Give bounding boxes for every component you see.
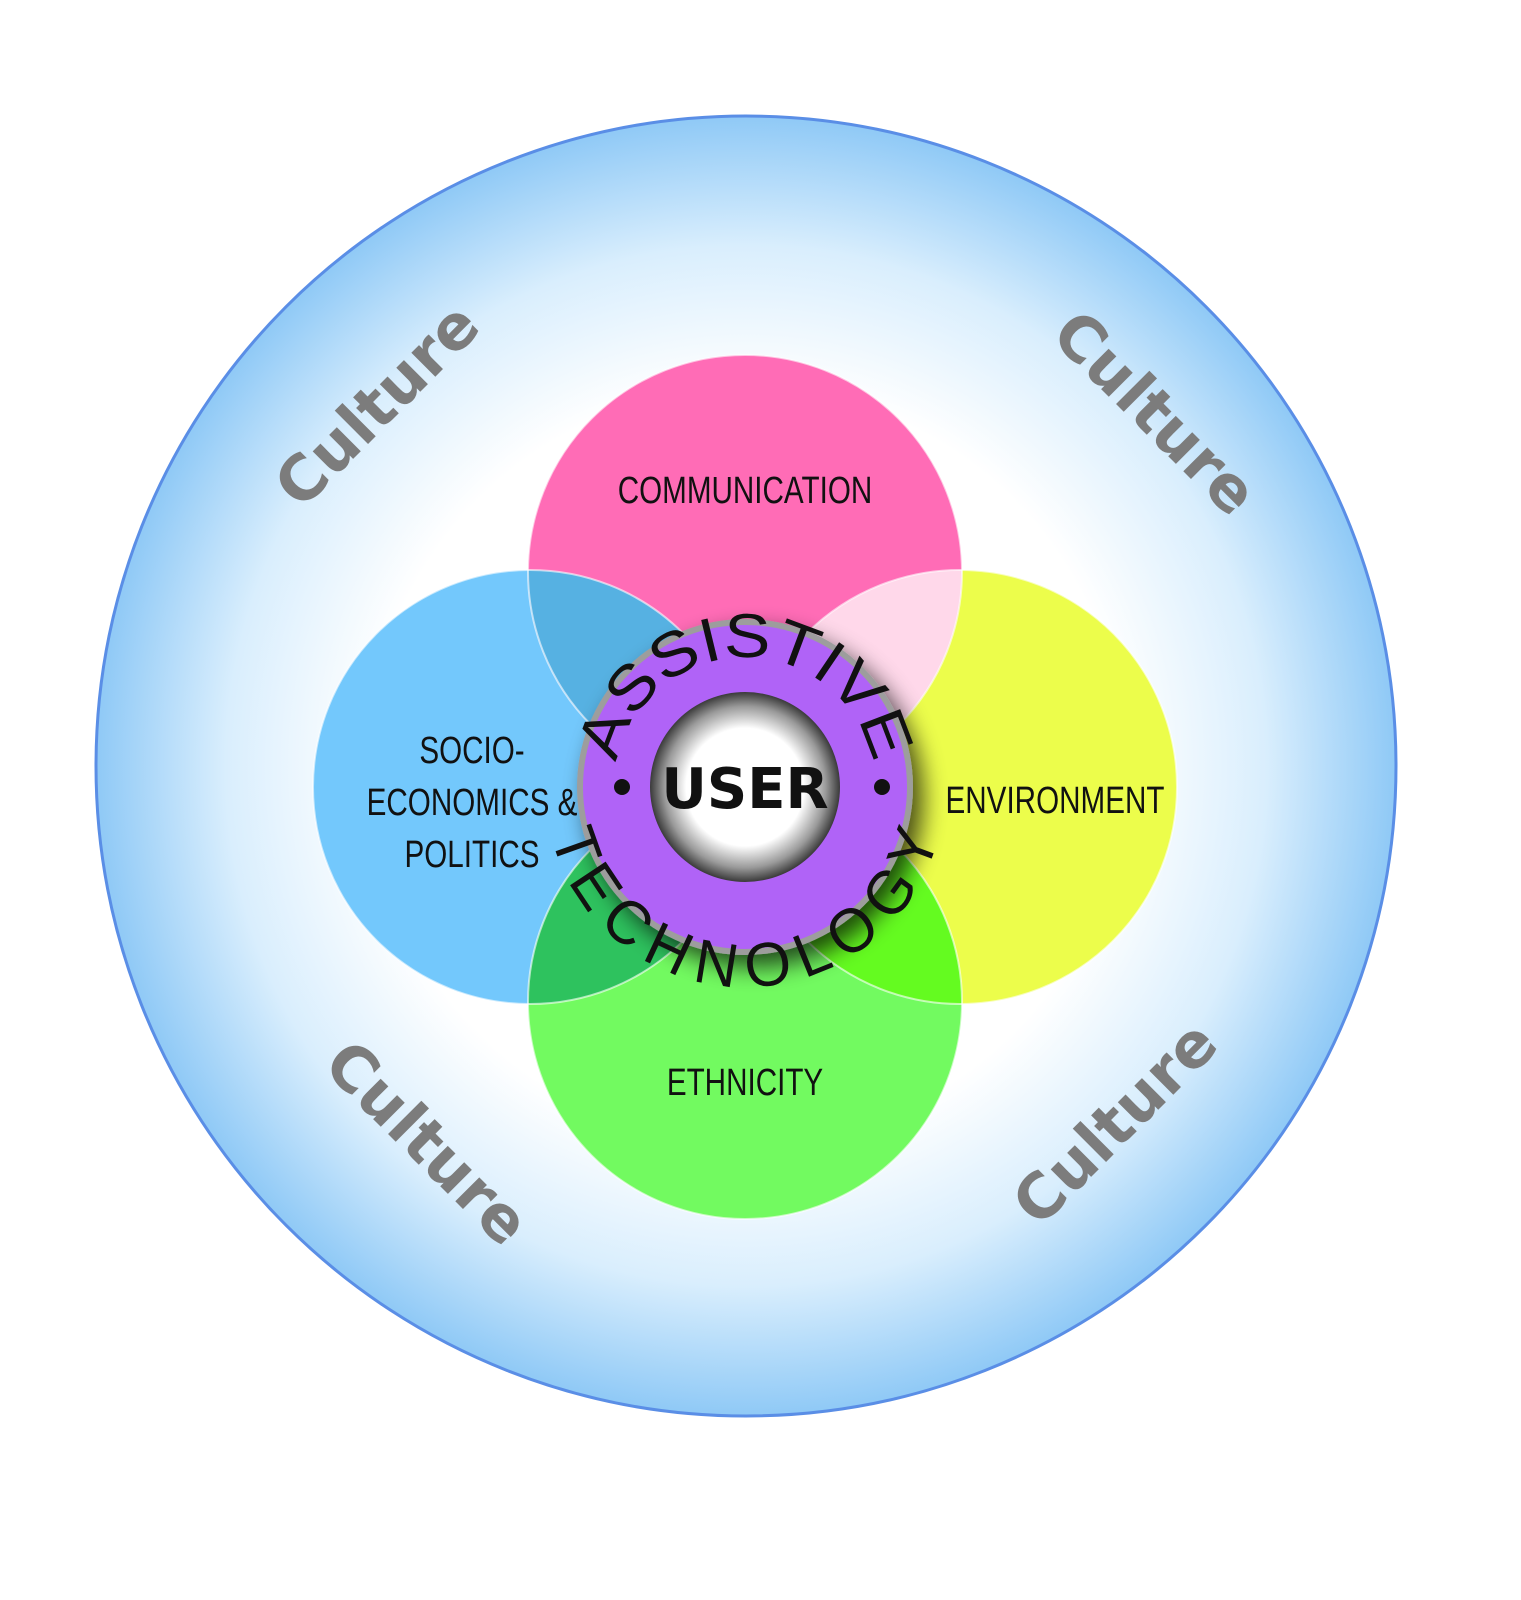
environment-label: ENVIRONMENT	[946, 780, 1165, 822]
socio-economics-label: SOCIO- ECONOMICS & POLITICS	[367, 730, 578, 876]
communication-label: COMMUNICATION	[618, 470, 873, 512]
socio-label-line-1: SOCIO-	[419, 730, 524, 772]
ring-dot-left	[614, 779, 630, 795]
ethnicity-label: ETHNICITY	[667, 1062, 823, 1104]
user-label: USER	[661, 757, 828, 822]
user-core	[650, 692, 840, 882]
socio-label-line-2: ECONOMICS &	[367, 782, 578, 824]
ring-dot-right	[874, 779, 890, 795]
socio-label-line-3: POLITICS	[404, 834, 539, 876]
